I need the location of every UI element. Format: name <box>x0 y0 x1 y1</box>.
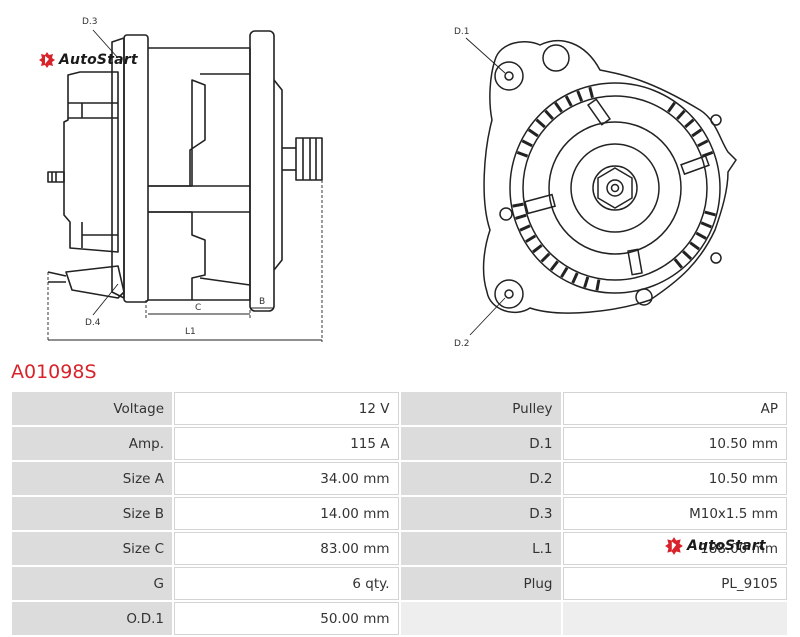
brand-logo-bottom: AutoStart <box>664 536 766 556</box>
b-label: B <box>259 297 265 307</box>
vent-slot <box>532 244 543 254</box>
vent-slot <box>519 224 531 232</box>
spec-value: 12 V <box>174 392 399 425</box>
vent-slot <box>588 86 594 99</box>
vent-slot <box>676 109 686 120</box>
spec-value: AP <box>562 392 787 425</box>
vent-slot <box>516 150 529 158</box>
spec-label: L.1 <box>400 532 561 565</box>
spec-value: 115 A <box>174 427 399 460</box>
spec-value: 14.00 mm <box>174 497 399 530</box>
vent-slot <box>701 150 714 158</box>
vent-slot <box>521 139 533 148</box>
spec-label: Pulley <box>400 392 561 425</box>
vent-slot <box>535 118 546 129</box>
vent-slot <box>583 276 590 288</box>
d1-label: D.1 <box>454 27 470 37</box>
d3-label: D.3 <box>82 17 98 27</box>
vent-slot <box>544 109 554 120</box>
vent-slot <box>515 213 527 220</box>
spec-value: 50.00 mm <box>174 602 399 635</box>
spec-value: 10.50 mm <box>562 462 787 495</box>
spec-label: D.3 <box>400 497 561 530</box>
vent-slot <box>564 95 573 107</box>
vent-slot <box>684 118 695 129</box>
spec-label: Size B <box>12 497 172 530</box>
vent-slot <box>571 272 579 284</box>
spec-label: Size C <box>12 532 172 565</box>
vent-slot <box>549 260 559 271</box>
alternator-technical-drawing: D.3 D.4 C B L1 <box>47 17 737 349</box>
brand-name: AutoStart <box>687 538 766 554</box>
spec-label: O.D.1 <box>12 602 172 635</box>
d2-label: D.2 <box>454 339 470 349</box>
vent-slot <box>704 210 716 217</box>
brand-logo-top: AutoStart <box>38 51 138 69</box>
spec-value: 6 qty. <box>174 567 399 600</box>
part-code: A01098S <box>11 361 97 383</box>
vent-slot <box>667 101 676 113</box>
front-view-drawing <box>482 40 737 314</box>
spec-value: 10.50 mm <box>562 427 787 460</box>
vent-slot <box>697 139 709 148</box>
c-label: C <box>195 303 201 313</box>
spec-value: 83.00 mm <box>174 532 399 565</box>
spec-label: Amp. <box>12 427 172 460</box>
spec-label: D.2 <box>400 462 561 495</box>
vent-slot <box>527 128 539 138</box>
vent-slot <box>700 221 712 229</box>
spec-value: M10x1.5 mm <box>562 497 787 530</box>
vent-slot <box>673 258 683 269</box>
spec-label: Plug <box>400 567 561 600</box>
brand-name: AutoStart <box>59 52 138 68</box>
vent-slot <box>681 250 693 261</box>
l1-label: L1 <box>185 327 196 337</box>
spec-label: G <box>12 567 172 600</box>
vent-slot <box>554 101 563 113</box>
d4-label: D.4 <box>85 318 101 328</box>
autostart-logo-icon <box>665 537 683 555</box>
vent-slot <box>595 279 601 291</box>
vent-slot <box>512 202 524 208</box>
spec-label: Voltage <box>12 392 172 425</box>
spec-value: 188.00 mm <box>562 532 787 565</box>
vent-slots <box>512 86 716 291</box>
spec-label: Size A <box>12 462 172 495</box>
vent-slot <box>540 252 551 263</box>
vent-slot <box>691 128 703 138</box>
spec-value: 34.00 mm <box>174 462 399 495</box>
vent-slot <box>560 266 569 278</box>
empty-cell <box>562 602 787 635</box>
autostart-logo-icon <box>39 52 55 68</box>
vent-slot <box>689 241 700 251</box>
empty-cell <box>400 602 561 635</box>
vent-slot <box>695 231 707 240</box>
vent-slot <box>525 234 537 243</box>
vent-slot <box>576 90 584 102</box>
spec-value: PL_9105 <box>562 567 787 600</box>
spec-label: D.1 <box>400 427 561 460</box>
side-view-drawing <box>47 30 323 312</box>
